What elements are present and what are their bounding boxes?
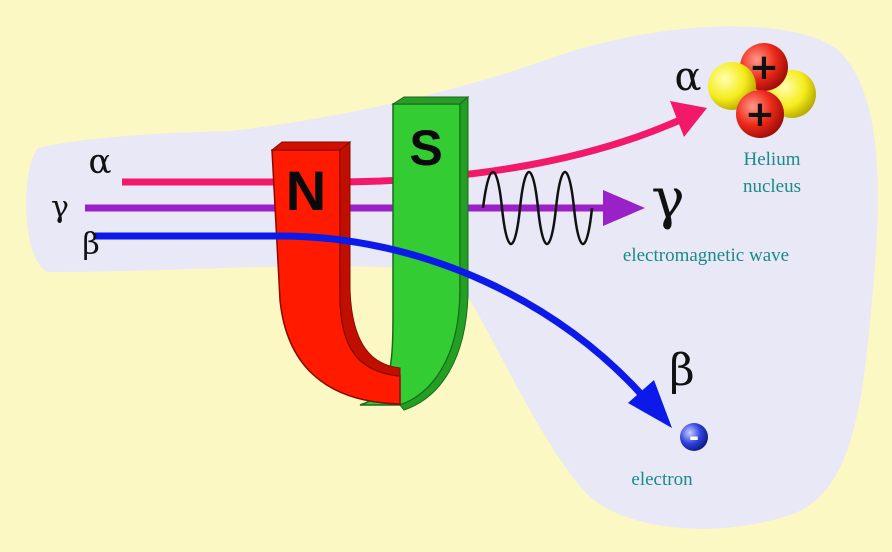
electron-charge: - xyxy=(689,423,699,451)
helium-nucleus: + + xyxy=(708,43,816,138)
south-pole-top xyxy=(391,96,470,105)
gamma-arrowhead xyxy=(603,190,645,226)
helium-label-line1: Helium xyxy=(744,149,801,170)
electron-label: electron xyxy=(631,469,693,490)
north-pole-label: N xyxy=(286,159,326,222)
gamma-symbol-incoming: γ xyxy=(51,190,69,225)
north-pole-top xyxy=(270,141,352,151)
electron-ball xyxy=(680,423,708,451)
helium-label-line2: nucleus xyxy=(743,176,801,197)
south-pole-label: S xyxy=(409,120,442,176)
electron-particle: - xyxy=(680,423,708,451)
wave-label: electromagnetic wave xyxy=(623,245,789,266)
magnet: N S xyxy=(270,95,470,411)
alpha-arrowhead xyxy=(670,101,707,137)
south-pole-side xyxy=(399,95,469,411)
beta-arrowhead xyxy=(628,380,672,428)
alpha-symbol-incoming: α xyxy=(89,142,112,182)
beta-ray xyxy=(95,232,651,405)
alpha-symbol-outgoing: α xyxy=(674,54,701,100)
electromagnetic-wave-squiggle xyxy=(481,171,594,245)
alpha-ray xyxy=(122,116,682,186)
beta-symbol-outgoing: β xyxy=(669,345,694,396)
beta-symbol-incoming: β xyxy=(82,227,99,262)
north-pole-side xyxy=(339,140,401,377)
proton-top-charge: + xyxy=(749,47,779,88)
proton-bottom xyxy=(736,90,784,138)
proton-bottom-charge: + xyxy=(745,94,775,135)
gamma-symbol-outgoing: γ xyxy=(651,167,684,232)
